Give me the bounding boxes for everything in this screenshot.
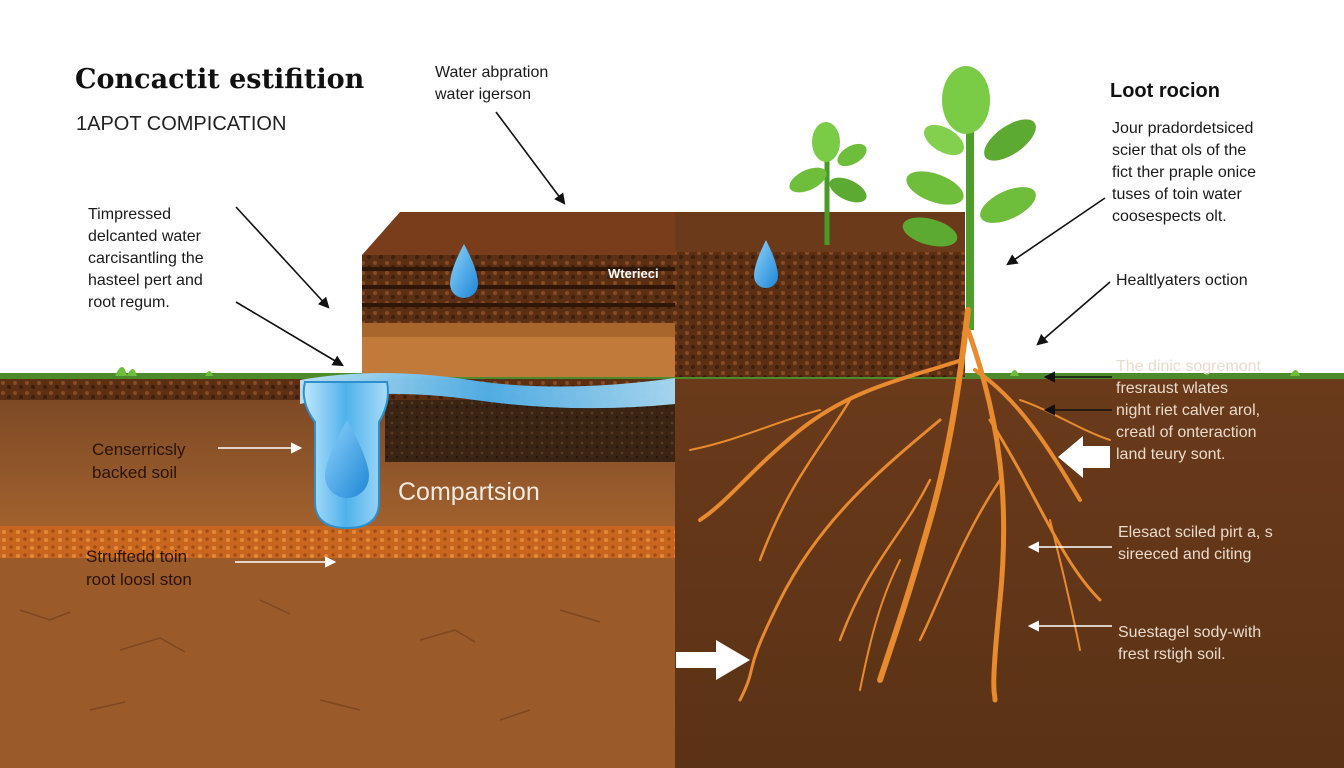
- compacted-soil-label: Censerricsly backed soil: [92, 440, 186, 482]
- diagram-subtitle: 1APOT COMPICATION: [76, 113, 287, 135]
- healthy-soil-section: [675, 212, 1344, 768]
- small-plant: [789, 122, 867, 245]
- diagram-title: Concactit estifition: [75, 64, 365, 95]
- healthy-water-label: Healtlyaters oction: [1116, 272, 1248, 289]
- restricted-root-label: Struftedd toin root loosl ston: [86, 547, 192, 589]
- root-description: Jour pradordetsiced scier that ols of th…: [1112, 120, 1257, 225]
- soil-layer-block: [362, 212, 675, 462]
- water-infiltration: [300, 244, 675, 530]
- soil-arrows: [218, 442, 1112, 632]
- water-absorption-label: Water abpration water igerson: [435, 64, 549, 103]
- tall-plant: [902, 66, 1036, 330]
- block-label: Wterieci: [608, 266, 659, 281]
- healthy-soil-label: Suestagel sody-with frest rstigh soil.: [1118, 624, 1262, 663]
- root-section-heading: Loot rocion: [1110, 80, 1220, 102]
- plant-roots: [689, 307, 1111, 703]
- soil-segment-description: The dinic sogremont fresraust wlates nig…: [1116, 358, 1261, 463]
- root-spread-label: Elesact sciled pirt a, s sireeced and ci…: [1118, 524, 1273, 563]
- callout-arrows: [235, 111, 1112, 416]
- compaction-description: Timpressed delcanted water carcisantling…: [88, 206, 204, 311]
- compaction-label: Compartsion: [398, 478, 540, 506]
- big-white-arrows: [676, 436, 1110, 680]
